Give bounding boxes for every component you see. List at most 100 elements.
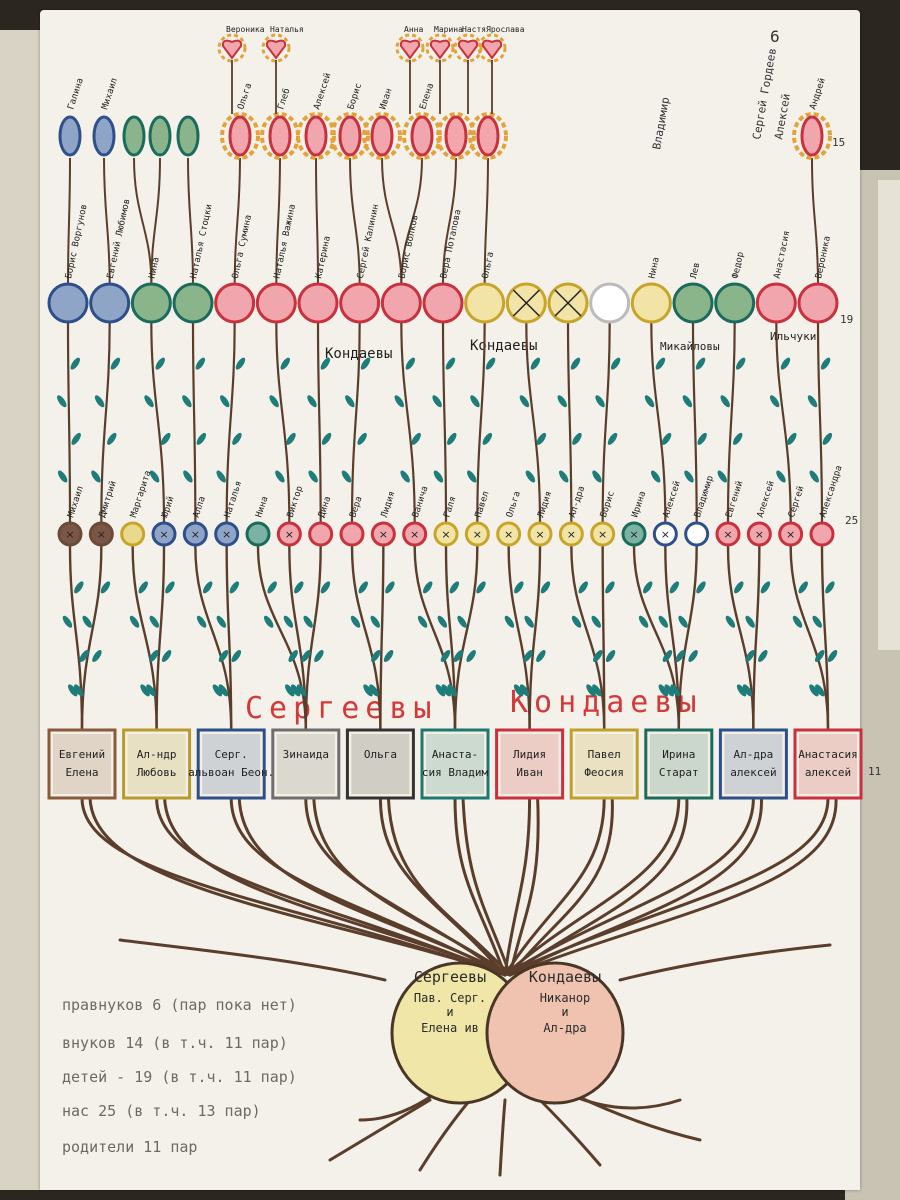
leaf — [417, 615, 428, 628]
couple-box-fill — [649, 734, 708, 794]
great-great-grandchild-node: Иван — [362, 87, 402, 160]
mid-label-3: Микайловы — [660, 340, 720, 353]
grandchild-circle — [276, 521, 302, 547]
leaf — [216, 615, 227, 628]
leaf — [91, 470, 101, 483]
couple-card: Ольга — [345, 728, 415, 800]
trunk-root — [503, 796, 532, 977]
couple-line2: алексей — [730, 766, 776, 779]
branch — [441, 322, 448, 523]
great-grandchild-node: Лев — [672, 262, 714, 324]
leaf — [725, 615, 736, 628]
leaf — [301, 650, 311, 663]
trunk-root — [118, 938, 387, 982]
flower-petals — [395, 33, 425, 63]
great-great-grandchild-node — [436, 112, 476, 160]
leaf — [572, 432, 582, 445]
branch — [726, 322, 736, 523]
leaf — [735, 357, 746, 370]
branch — [150, 322, 166, 523]
leaf — [100, 581, 111, 594]
leaf — [822, 432, 833, 445]
branch — [677, 545, 698, 731]
couple-box-fill — [202, 734, 261, 794]
grandchild-circle — [88, 521, 114, 547]
branch — [570, 545, 606, 731]
couple-box — [122, 728, 192, 800]
leaf — [161, 432, 171, 445]
great-grandchild-circle — [47, 282, 89, 324]
great-great-grandchild-oval — [800, 115, 824, 157]
grandchild-node: ×Павел — [464, 490, 492, 547]
leaf — [669, 581, 680, 594]
top-heart-node: Наталья — [261, 25, 304, 114]
leaf — [432, 395, 442, 408]
flower-petals — [402, 112, 442, 160]
leaf — [595, 395, 605, 408]
couple-line1: Анастасия — [798, 748, 858, 761]
leaf — [140, 684, 150, 697]
branch — [820, 545, 830, 731]
couple-card: Анаста-сия Владим — [420, 728, 490, 800]
branch — [225, 545, 233, 731]
leaf — [283, 615, 294, 628]
leaf — [605, 581, 615, 594]
great-grandchild-node: Евгений Любимов — [89, 198, 133, 324]
grandchild-circle — [746, 521, 772, 547]
leaf — [149, 615, 159, 628]
leaf — [524, 615, 534, 628]
leaf — [320, 581, 331, 594]
great-great-grandchild-node — [148, 115, 172, 157]
trunk-root — [508, 796, 838, 977]
leaf — [457, 615, 467, 628]
branch — [66, 322, 72, 523]
great-grandchild-node: Нина — [130, 256, 172, 324]
mid-label-4: Ильчуки — [770, 330, 816, 343]
leaf — [269, 395, 279, 408]
couple-line1: Лидия — [513, 748, 546, 761]
great-grandchild-circle — [297, 282, 339, 324]
branch — [131, 545, 158, 731]
branch — [381, 157, 403, 285]
couple-line2: альвоан Беон. — [188, 766, 274, 779]
branch — [476, 322, 486, 523]
root-oval-right — [485, 961, 625, 1105]
leaf — [682, 395, 693, 408]
great-great-grandchild-oval — [58, 115, 82, 157]
couple-line1: Зинаида — [283, 748, 329, 761]
leaf — [519, 684, 530, 697]
leaf — [453, 650, 464, 663]
branch — [789, 545, 830, 731]
branch — [304, 545, 322, 731]
branch — [453, 545, 479, 731]
branch — [233, 157, 241, 285]
branch — [225, 322, 236, 523]
leaf — [92, 650, 102, 663]
deceased-mark-icon: × — [159, 528, 168, 541]
great-great-grandchild-node: Ольга — [220, 82, 260, 160]
leaf — [592, 470, 602, 483]
deceased-mark-icon: × — [567, 528, 576, 541]
branch — [632, 545, 680, 731]
leaf — [155, 357, 165, 370]
grandchild-node: ×Михаил — [57, 485, 86, 547]
leaf — [218, 684, 229, 697]
great-great-grandchild-oval — [268, 115, 292, 157]
deceased-mark-icon: × — [410, 528, 419, 541]
grandchild-node: ×Ал-дра — [558, 485, 587, 547]
deceased-mark-icon — [554, 289, 582, 317]
leaf — [303, 615, 313, 628]
great-grandchild-name: Ольга — [481, 251, 496, 280]
great-grandchild-node: Наталья Стоцки — [172, 203, 215, 324]
great-great-grandchild-oval — [176, 115, 200, 157]
grandchild-circle — [464, 521, 490, 547]
grandchild-circle — [402, 521, 428, 547]
great-grandchild-circle — [672, 282, 714, 324]
leaf — [814, 650, 825, 663]
mid-label-2: Кондаевы — [470, 338, 537, 354]
great-great-grandchild-name: Ольга — [236, 82, 254, 111]
leaf — [688, 650, 698, 663]
branch — [194, 545, 233, 731]
leaf — [513, 684, 524, 697]
